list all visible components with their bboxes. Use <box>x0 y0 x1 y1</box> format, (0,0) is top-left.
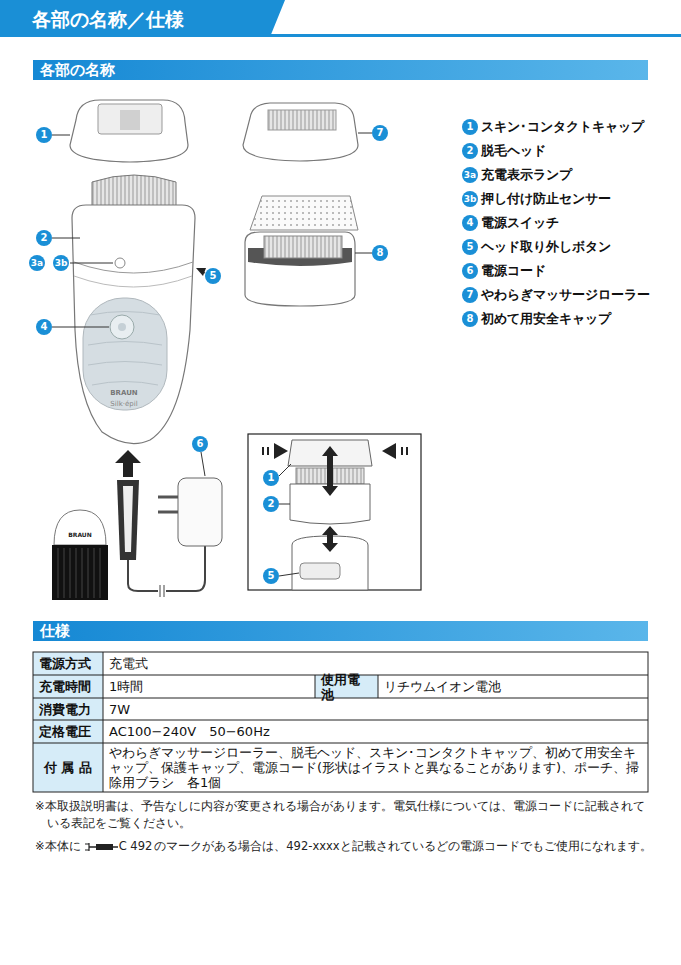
table-cell: リチウムイオン電池 <box>378 675 648 698</box>
table-header-cell: 電源方式 <box>33 652 103 675</box>
table-header-cell: 使用電池 <box>315 675 378 698</box>
callout-number: 7 <box>462 287 478 303</box>
brand-mark: BRAUN <box>110 390 137 397</box>
callout-number: 4 <box>36 319 52 335</box>
callout-number: 6 <box>462 263 478 279</box>
table-header-cell: 消費電力 <box>33 698 103 720</box>
table-header-text: 電源方式 <box>39 656 91 671</box>
callout-number: 5 <box>462 239 478 255</box>
part-name: 押し付け防止センサー <box>481 191 611 207</box>
page-title: 各部の名称／仕様 <box>32 7 184 33</box>
part-name: ヘッド取り外しボタン <box>481 239 611 255</box>
callout-number: 1 <box>462 119 478 135</box>
section-band: 各部の名称 <box>33 60 648 80</box>
table-header-text: 消費電力 <box>39 702 91 717</box>
cord-mark-symbol <box>84 842 118 852</box>
table-header-text: 使用電池 <box>321 672 372 702</box>
brand-mark: BRAUN <box>68 532 92 538</box>
callout-number: 5 <box>205 268 221 284</box>
callout-number: 1 <box>263 470 279 486</box>
callout-number: 2 <box>263 496 279 512</box>
table-cell-text: 7W <box>109 702 130 717</box>
part-name: 初めて用安全キャップ <box>481 311 611 327</box>
callout-number: 7 <box>372 125 388 141</box>
footnote-part: C 492 <box>119 838 153 855</box>
part-name: 電源スイッチ <box>481 215 559 231</box>
table-cell-text: AC100−240V 50−60Hz <box>109 724 270 739</box>
band-heading: 仕様 <box>33 622 70 641</box>
callout-number: 3b <box>462 191 479 207</box>
table-header-cell: 充電時間 <box>33 675 103 698</box>
callout-number: 2 <box>36 230 52 246</box>
table-header-text: 充電時間 <box>39 679 91 694</box>
callout-number: 8 <box>372 245 388 261</box>
table-header-cell: 付 属 品 <box>33 743 103 792</box>
table-cell: AC100−240V 50−60Hz <box>103 720 648 743</box>
table-header-cell: 定格電圧 <box>33 720 103 743</box>
table-cell-text: リチウムイオン電池 <box>384 679 501 694</box>
callout-number: 3a <box>462 167 478 183</box>
table-cell: 7W <box>103 698 648 720</box>
part-name: 電源コード <box>481 263 546 279</box>
footnote-line: ※本体に C 492のマークがある場合は、492-xxxxと記載されているどの電源… <box>35 838 652 855</box>
callout-number: 1 <box>36 127 52 143</box>
callout-number: 2 <box>462 143 478 159</box>
brand-mark: Silk·épil <box>110 401 137 408</box>
section-band: 仕様 <box>33 621 648 641</box>
table-cell: やわらぎマッサージローラー、脱毛ヘッド、スキン･コンタクトキャップ、初めて用安全… <box>103 743 648 792</box>
table-cell: 1時間 <box>103 675 315 698</box>
callout-number: 5 <box>263 568 279 584</box>
band-heading: 各部の名称 <box>33 61 115 80</box>
part-name: 脱毛ヘッド <box>481 143 546 159</box>
part-name: スキン･コンタクトキャップ <box>481 119 644 135</box>
callout-number: 3b <box>53 255 70 271</box>
table-header-text: 付 属 品 <box>44 760 92 775</box>
table-cell-text: やわらぎマッサージローラー、脱毛ヘッド、スキン･コンタクトキャップ、初めて用安全… <box>109 745 642 790</box>
table-header-text: 定格電圧 <box>39 724 91 739</box>
table-cell-text: 充電式 <box>109 656 148 671</box>
callout-number: 6 <box>192 436 208 452</box>
footnote: ※本取扱説明書は、予告なしに内容が変更される場合があります。電気仕様については、… <box>35 798 648 832</box>
callout-number: 4 <box>462 215 478 231</box>
callout-number: 3a <box>29 255 45 271</box>
table-cell: 充電式 <box>103 652 648 675</box>
part-name: やわらぎマッサージローラー <box>481 287 650 303</box>
callout-number: 8 <box>462 311 478 327</box>
table-cell-text: 1時間 <box>109 679 143 694</box>
footnote-part: のマークがある場合は、492-xxxxと記載されているどの電源コードでもご使用に… <box>154 838 651 855</box>
footnote-part: ※本体に <box>35 838 81 855</box>
part-name: 充電表示ランプ <box>481 167 572 183</box>
